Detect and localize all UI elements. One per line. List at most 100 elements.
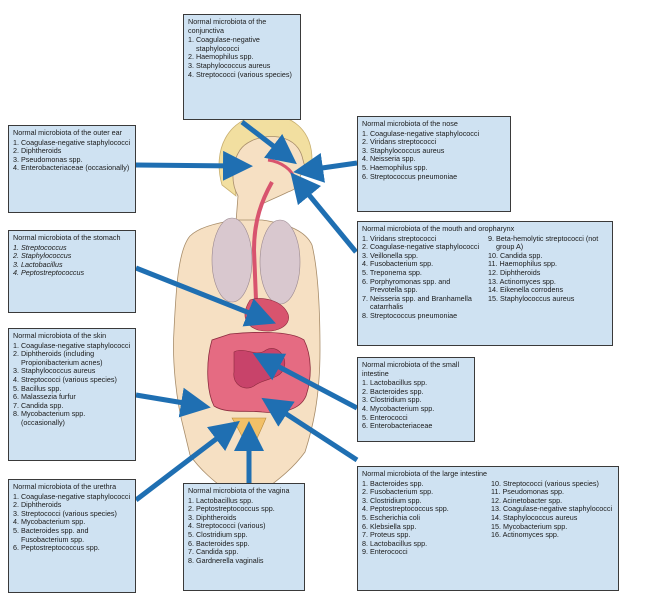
- list-item: 3. Staphylococcus aureus: [188, 60, 271, 70]
- list-item: 5. Bacillus spp.: [13, 383, 62, 393]
- microbe-list: 1. Coagulase-negative staphylococci 2. H…: [188, 35, 296, 79]
- arrow-skin: [135, 387, 211, 418]
- small-intestine-box: Normal microbiota of the small intestine…: [357, 357, 475, 442]
- list-item: 6. Klebsiella spp.: [362, 521, 417, 531]
- list-item: 2. Peptostreptococcus spp.: [188, 504, 275, 514]
- microbe-list: 1. Lactobacillus spp. 2. Peptostreptococ…: [188, 495, 300, 566]
- esophagus: [251, 181, 274, 301]
- list-item: 2. Diphtheroids: [13, 146, 62, 156]
- arrow-large-intestine: [261, 397, 359, 463]
- list-item: 8. Gardnerella vaginalis: [188, 555, 264, 565]
- list-item: 3. Staphylococcus aureus: [13, 366, 96, 376]
- list-item: 6. Bacteroides spp.: [188, 538, 250, 548]
- vagina-box: Normal microbiota of the vagina 1. Lacto…: [183, 483, 305, 591]
- list-item: 4. Peptostreptococcus spp.: [362, 504, 449, 514]
- list-item: 13. Actinomyces spp.: [488, 276, 556, 286]
- head: [232, 136, 307, 223]
- list-item: 2. Haemophilus spp.: [188, 52, 254, 62]
- list-item: 14. Eikenella corrodens: [488, 285, 564, 295]
- list-item: 1. Lactobacillus spp.: [362, 378, 428, 388]
- microbe-list: 1. Lactobacillus spp. 2. Bacteroides spp…: [362, 379, 470, 431]
- list-item: 13. Coagulase-negative staphylococci: [491, 504, 613, 514]
- arrow-stomach: [135, 265, 276, 327]
- list-item: 5. Haemophilus spp.: [362, 162, 428, 172]
- list-item: 3. Lactobacillus: [13, 259, 63, 269]
- box-title: Normal microbiota of the conjunctiva: [188, 17, 267, 35]
- list-item: 6. Malassezia furfur: [13, 392, 76, 402]
- box-title: Normal microbiota of the vagina: [188, 486, 290, 495]
- list-item: 12. Diphtheroids: [488, 267, 541, 277]
- list-item: 9. Enterococci: [362, 547, 408, 557]
- list-item: 4. Peptostreptococcus: [13, 268, 85, 278]
- stomach-box: Normal microbiota of the stomach 1. Stre…: [8, 230, 136, 313]
- arrow-urethra: [134, 420, 240, 502]
- list-item: 8. Mycobacterium spp. (occasionally): [13, 409, 86, 427]
- list-item: 3. Pseudomonas spp.: [13, 154, 83, 164]
- list-item: 4. Streptococci (various species): [188, 69, 292, 79]
- list-item: 2. Fusobacterium spp.: [362, 487, 434, 497]
- mouth-oropharynx-box: Normal microbiota of the mouth and oroph…: [357, 221, 613, 346]
- list-item: 4. Streptococci (various species): [13, 374, 117, 384]
- list-item: 5. Escherichia coli: [362, 512, 420, 522]
- arrow-small-intestine: [252, 353, 359, 411]
- list-item: 3. Streptococci (various species): [13, 508, 117, 518]
- large-intestine-box: Normal microbiota of the large intestine…: [357, 466, 619, 591]
- urethra-box: Normal microbiota of the urethra 1. Coag…: [8, 479, 136, 593]
- list-item: 4. Neisseria spp.: [362, 154, 416, 164]
- box-title: Normal microbiota of the stomach: [13, 233, 121, 242]
- outer-ear-box: Normal microbiota of the outer ear 1. Co…: [8, 125, 136, 213]
- right-lung: [259, 219, 301, 305]
- list-item: 6. Porphyromonas spp. and Prevotella spp…: [362, 276, 451, 295]
- box-title: Normal microbiota of the large intestine: [362, 469, 488, 478]
- list-item: 6. Streptococcus pneumoniae: [362, 171, 458, 181]
- list-item: 4. Fusobacterium spp.: [362, 259, 434, 269]
- skin-box: Normal microbiota of the skin 1. Coagula…: [8, 328, 136, 461]
- list-item: 5. Bacteroides spp. and Fusobacterium sp…: [13, 525, 89, 544]
- list-item: 3. Clostridium spp.: [362, 395, 422, 405]
- list-item: 2. Viridans streptococci: [362, 137, 437, 147]
- list-item: 6. Enterobacteriaceae: [362, 421, 433, 431]
- list-item: 7. Neisseria spp. and Branhamella catarr…: [362, 293, 472, 312]
- list-item: 12. Acinetobacter spp.: [491, 495, 563, 505]
- list-item: 1. Coagulase-negative staphylococci: [362, 128, 480, 138]
- list-item: 1. Coagulase-negative staphylococci: [13, 137, 131, 147]
- list-item: 2. Coagulase-negative staphylococci: [362, 242, 480, 252]
- list-item: 10. Candida spp.: [488, 250, 543, 260]
- list-item: 8. Streptococcus pneumoniae: [362, 310, 458, 320]
- list-item: 4. Enterobacteriaceae (occasionally): [13, 163, 130, 173]
- microbe-list: 1. Coagulase-negative staphylococci 2. D…: [13, 340, 131, 428]
- list-item: 4. Mycobacterium spp.: [13, 517, 86, 527]
- list-item: 5. Clostridium spp.: [188, 529, 248, 539]
- list-item: 5. Enterococci: [362, 412, 408, 422]
- microbe-list: 1. Coagulase-negative staphylococci 2. D…: [13, 137, 131, 173]
- list-item: 15. Mycobacterium spp.: [491, 521, 568, 531]
- list-item: 1. Coagulase-negative staphylococci: [188, 35, 260, 53]
- list-item: 1. Coagulase-negative staphylococci: [13, 340, 131, 350]
- box-title: Normal microbiota of the small intestine: [362, 360, 460, 378]
- box-title: Normal microbiota of the outer ear: [13, 128, 123, 137]
- list-item: 9. Beta-hemolytic streptococci (not grou…: [488, 233, 599, 252]
- list-item: 1. Bacteroides spp.: [362, 478, 424, 488]
- microbe-list-left: 1. Viridans streptococci 2. Coagulase-ne…: [362, 233, 482, 321]
- microbe-list: 1. Coagulase-negative staphylococci 2. V…: [362, 128, 506, 182]
- left-lung: [211, 217, 253, 303]
- list-item: 7. Proteus spp.: [362, 530, 411, 540]
- microbe-list-right: 9. Beta-hemolytic streptococci (not grou…: [488, 233, 608, 321]
- list-item: 1. Viridans streptococci: [362, 233, 437, 243]
- microbe-list-left: 1. Bacteroides spp. 2. Fusobacterium spp…: [362, 478, 485, 557]
- list-item: 16. Actinomyces spp.: [491, 530, 559, 540]
- list-item: 7. Candida spp.: [13, 400, 64, 410]
- nose-box: Normal microbiota of the nose 1. Coagula…: [357, 116, 511, 212]
- list-item: 2. Staphylococcus: [13, 251, 72, 261]
- microbe-list: 1. Coagulase-negative staphylococci 2. D…: [13, 492, 131, 553]
- arrow-conjunctiva: [240, 120, 297, 165]
- list-item: 14. Staphylococcus aureus: [491, 512, 578, 522]
- list-item: 4. Streptococci (various): [188, 521, 266, 531]
- list-item: 3. Veillonella spp.: [362, 250, 418, 260]
- list-item: 5. Treponema spp.: [362, 267, 422, 277]
- list-item: 1. Lactobacillus spp.: [188, 495, 254, 505]
- arrow-outer-ear: [135, 150, 253, 181]
- microbe-list-right: 10. Streptococci (various species) 11. P…: [491, 479, 614, 557]
- list-item: 2. Diphtheroids (including Propionibacte…: [13, 349, 103, 367]
- list-item: 11. Haemophilus spp.: [488, 259, 557, 269]
